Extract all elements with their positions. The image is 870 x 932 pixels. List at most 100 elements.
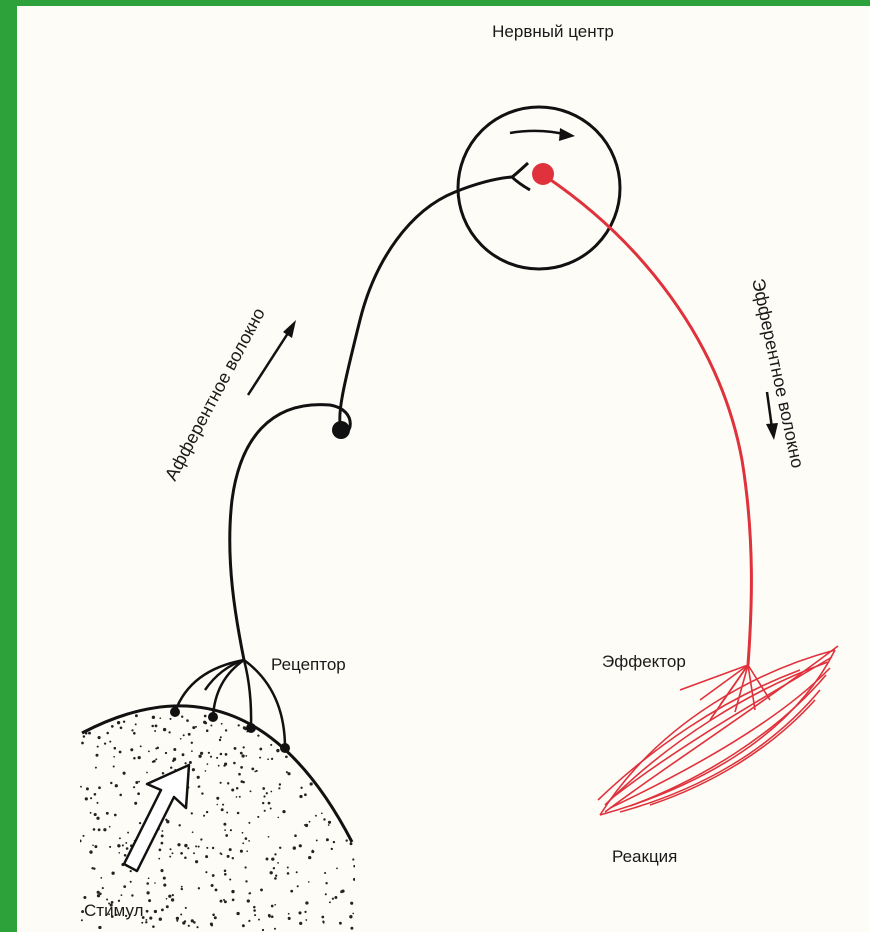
stipple-dot xyxy=(242,781,245,784)
stipple-dot xyxy=(169,856,171,858)
stipple-dot xyxy=(145,919,147,921)
stipple-dot xyxy=(119,751,122,754)
stipple-dot xyxy=(333,841,335,843)
stipple-dot xyxy=(350,927,353,930)
stipple-dot xyxy=(332,898,334,900)
stipple-dot xyxy=(191,812,193,814)
stipple-dot xyxy=(133,732,136,735)
stipple-dot xyxy=(266,858,269,861)
stipple-dot xyxy=(154,730,156,732)
stipple-dot xyxy=(225,753,228,756)
stipple-dot xyxy=(221,723,223,725)
stipple-dot xyxy=(331,708,333,710)
stipple-dot xyxy=(334,691,337,694)
stipple-dot xyxy=(206,847,208,849)
stipple-dot xyxy=(165,819,167,821)
afferent-cell-body xyxy=(332,421,350,439)
stipple-dot xyxy=(161,908,164,911)
stipple-dot xyxy=(268,836,270,838)
stipple-dot xyxy=(145,921,147,923)
stipple-dot xyxy=(200,752,203,755)
stipple-dot xyxy=(238,724,240,726)
stipple-dot xyxy=(279,847,281,849)
effector-muscle xyxy=(598,646,838,815)
stipple-dot xyxy=(192,768,195,771)
stipple-dot xyxy=(346,689,349,692)
stipple-dot xyxy=(302,747,305,750)
stipple-dot xyxy=(215,888,218,891)
stipple-dot xyxy=(325,882,327,884)
stipple-dot xyxy=(223,823,226,826)
stipple-dot xyxy=(148,877,150,879)
stipple-dot xyxy=(279,722,282,725)
stipple-dot xyxy=(295,685,297,687)
stipple-dot xyxy=(206,729,209,732)
stipple-dot xyxy=(123,721,125,723)
stipple-dot xyxy=(85,732,88,735)
stipple-dot xyxy=(176,917,179,920)
stipple-dot xyxy=(236,787,239,790)
stipple-dot xyxy=(198,755,201,758)
stipple-dot xyxy=(111,872,114,875)
stipple-dot xyxy=(254,771,256,773)
efferent-fiber-label: Эфферентное волокно xyxy=(748,277,808,470)
stipple-dot xyxy=(234,747,237,750)
stipple-dot xyxy=(192,831,194,833)
stipple-dot xyxy=(160,869,163,872)
stipple-dot xyxy=(131,729,133,731)
stipple-dot xyxy=(162,685,165,688)
stipple-dot xyxy=(181,888,183,890)
stipple-dot xyxy=(172,760,174,762)
stipple-dot xyxy=(324,872,326,874)
stipple-dot xyxy=(243,746,245,748)
stipple-dot xyxy=(124,704,126,706)
stipple-dot xyxy=(168,731,170,733)
stipple-dot xyxy=(163,728,166,731)
stipple-dot xyxy=(201,792,203,794)
stipple-dot xyxy=(267,758,269,760)
stipple-dot xyxy=(94,813,97,816)
stipple-dot xyxy=(253,690,256,693)
stipple-dot xyxy=(159,918,162,921)
afferent-fiber-label: Афферентное волокно xyxy=(161,304,269,483)
stipple-dot xyxy=(271,915,274,918)
stipple-dot xyxy=(180,914,182,916)
stipple-dot xyxy=(172,894,174,896)
stipple-dot xyxy=(165,752,167,754)
stipple-dot xyxy=(159,849,162,852)
stipple-dot xyxy=(114,747,117,750)
stipple-dot xyxy=(343,790,345,792)
stipple-dot xyxy=(197,776,200,779)
stipple-dot xyxy=(353,701,356,704)
stipple-dot xyxy=(135,723,137,725)
stipple-dot xyxy=(321,916,324,919)
stipple-dot xyxy=(81,919,83,921)
stipple-dot xyxy=(328,824,330,826)
stipple-dot xyxy=(180,738,182,740)
stipple-dot xyxy=(242,842,244,844)
stipple-dot xyxy=(105,711,107,713)
stipple-dot xyxy=(180,852,183,855)
stipple-dot xyxy=(109,826,111,828)
stipple-dot xyxy=(274,853,276,855)
afferent-synapse-fork xyxy=(512,163,530,190)
nerve-center-label: Нервный центр xyxy=(492,22,614,41)
stipple-dot xyxy=(253,906,256,909)
stipple-dot xyxy=(274,928,276,930)
stipple-dot xyxy=(210,922,213,925)
stipple-dot xyxy=(290,890,293,893)
stipple-dot xyxy=(98,926,101,929)
stipple-dot xyxy=(178,824,180,826)
stipple-dot xyxy=(119,837,121,839)
stipple-dot xyxy=(133,757,136,760)
stipple-dot xyxy=(97,891,100,894)
stipple-dot xyxy=(248,822,250,824)
stipple-dot xyxy=(300,787,302,789)
stipple-dot xyxy=(352,913,354,915)
stipple-dot xyxy=(127,682,130,685)
stipple-dot xyxy=(315,815,317,817)
stipple-dot xyxy=(152,761,154,763)
stipple-dot xyxy=(311,743,313,745)
stipple-dot xyxy=(322,920,324,922)
